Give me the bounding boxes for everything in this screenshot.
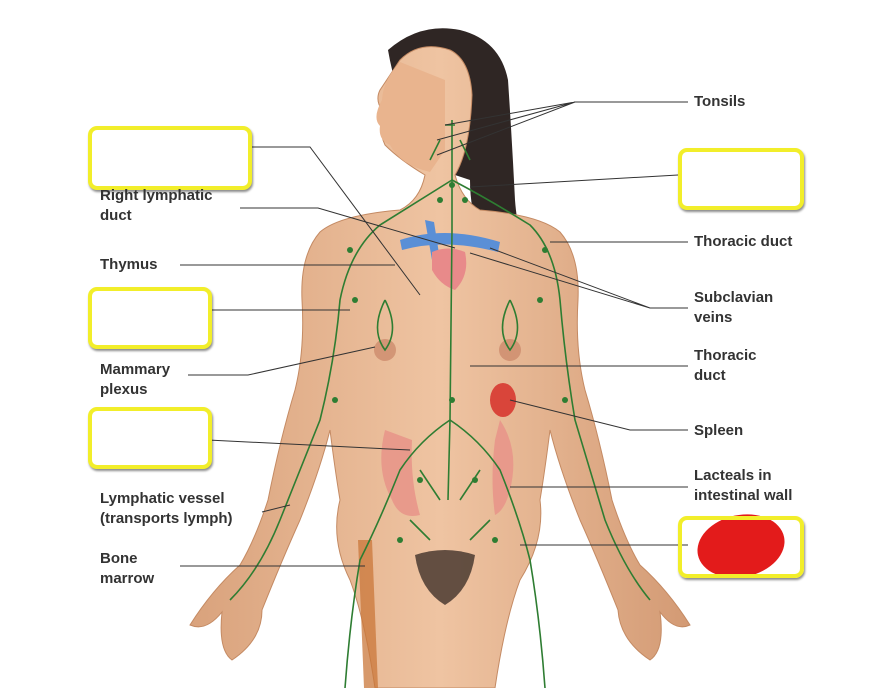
femur xyxy=(358,540,378,688)
label-bone-marrow: Bone marrow xyxy=(100,550,155,587)
intestines xyxy=(381,430,420,516)
answer-box-4[interactable] xyxy=(88,407,212,469)
spleen-organ xyxy=(490,383,516,417)
answer-box-3[interactable] xyxy=(88,287,212,349)
lymphatic-vessels xyxy=(229,120,651,689)
label-thymus: Thymus xyxy=(100,256,158,273)
red-mark xyxy=(697,514,785,578)
thymus-organ xyxy=(432,248,467,290)
label-spleen: Spleen xyxy=(694,422,744,439)
label-lymphatic-vessel: Lymphatic vessel (transports lymph) xyxy=(100,490,233,527)
subclavian-veins xyxy=(400,232,500,252)
answer-box-1[interactable] xyxy=(88,126,252,190)
label-thoracic-duct-bottom: Thoracic duct xyxy=(694,347,757,384)
label-subclavian-veins: Subclavian veins xyxy=(694,289,774,326)
lymph-nodes xyxy=(332,182,568,543)
answer-box-5[interactable] xyxy=(678,516,804,578)
pubic-region xyxy=(415,550,475,605)
label-right-lymphatic-duct: Right lymphatic duct xyxy=(100,187,213,224)
face xyxy=(376,62,445,172)
leader-lines xyxy=(180,101,688,567)
label-tonsils: Tonsils xyxy=(694,93,746,110)
jugular-vein xyxy=(425,220,440,260)
label-lacteals: Lacteals in intestinal wall xyxy=(694,467,793,504)
answer-box-2[interactable] xyxy=(678,148,804,210)
label-thoracic-duct-top: Thoracic duct xyxy=(694,233,793,250)
label-mammary-plexus: Mammary plexus xyxy=(100,361,171,398)
